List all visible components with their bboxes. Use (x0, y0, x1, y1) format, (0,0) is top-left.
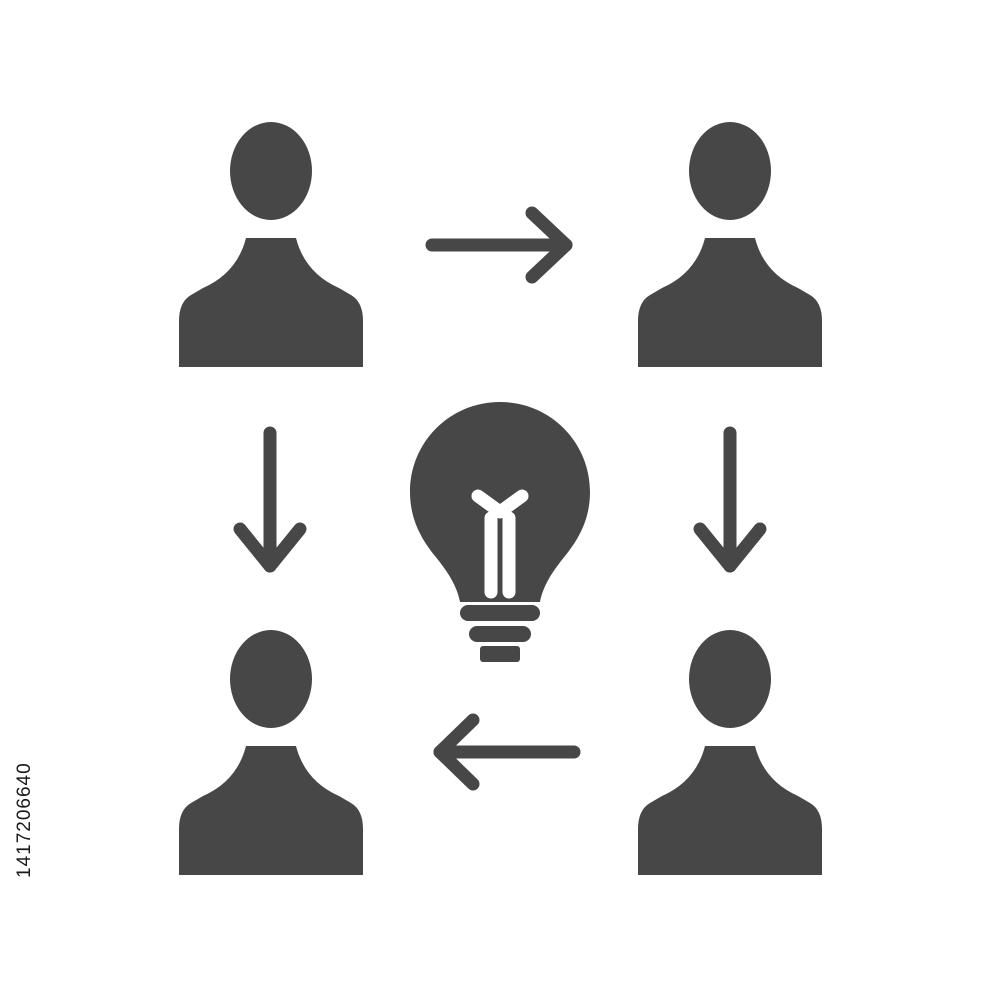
arrow-down-icon-right (693, 426, 767, 573)
person-icon-bottom-right (638, 630, 822, 875)
lightbulb-icon (410, 402, 590, 662)
person-icon-top-left (179, 122, 363, 367)
lightbulb-filament (471, 489, 529, 599)
lightbulb-base-ring-1 (460, 605, 540, 621)
lightbulb-base-ring-2 (469, 626, 531, 642)
lightbulb-base-tip (480, 646, 520, 662)
person-icon-top-right (638, 122, 822, 367)
person-icon-bottom-left (179, 630, 363, 875)
arrow-down-icon-left (233, 426, 307, 573)
arrow-left-icon (433, 713, 581, 791)
arrow-right-icon (425, 206, 573, 284)
